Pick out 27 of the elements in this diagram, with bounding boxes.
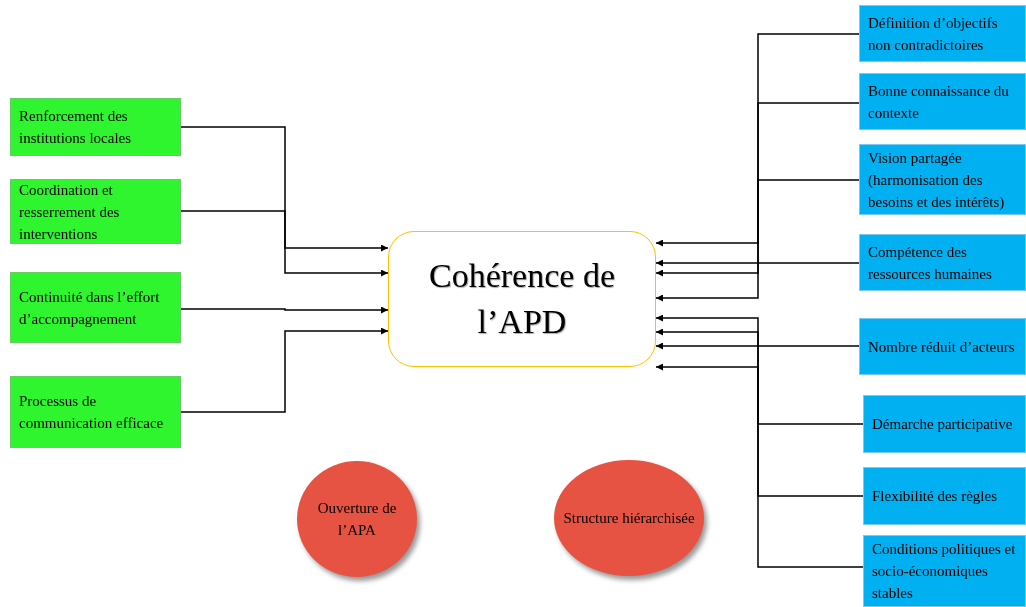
- factor-box: Renforcement des institutions locales: [10, 98, 181, 156]
- condition-box: Bonne connaissance du contexte: [859, 73, 1026, 130]
- arrow: [655, 328, 864, 497]
- arrow: [655, 259, 860, 267]
- arrow: [180, 306, 389, 314]
- arrow: [180, 327, 389, 413]
- condition-box: Flexibilité des règles: [863, 467, 1026, 525]
- factor-box: Coordination et resserrement des interventions: [10, 179, 181, 244]
- condition-box: Compétence des ressources humaines: [859, 234, 1026, 291]
- arrow: [655, 179, 860, 302]
- arrow: [180, 210, 389, 277]
- factor-box: Continuité dans l’effort d’accompagnement: [10, 272, 181, 343]
- condition-box: Nombre réduit d’acteurs: [859, 318, 1026, 375]
- factor-box: Processus de communication efficace: [10, 376, 181, 448]
- factor-oval: Structure hiérarchisée: [554, 460, 704, 576]
- arrow: [655, 102, 860, 277]
- arrow: [180, 126, 389, 252]
- arrow: [655, 314, 864, 425]
- factor-oval: Ouverture de l’APA: [297, 461, 417, 577]
- condition-box: Démarche participative: [863, 395, 1026, 453]
- condition-box: Vision partagée (harmonisation des besoins et des intérêts): [859, 144, 1026, 215]
- central-box: Cohérence de l’APD: [388, 231, 656, 367]
- arrow: [655, 33, 860, 247]
- arrow: [655, 342, 860, 350]
- arrow: [655, 363, 864, 568]
- condition-box: Conditions politiques et socio-économiques stables: [863, 535, 1026, 607]
- condition-box: Définition d’objectifs non contradictoires: [859, 5, 1026, 62]
